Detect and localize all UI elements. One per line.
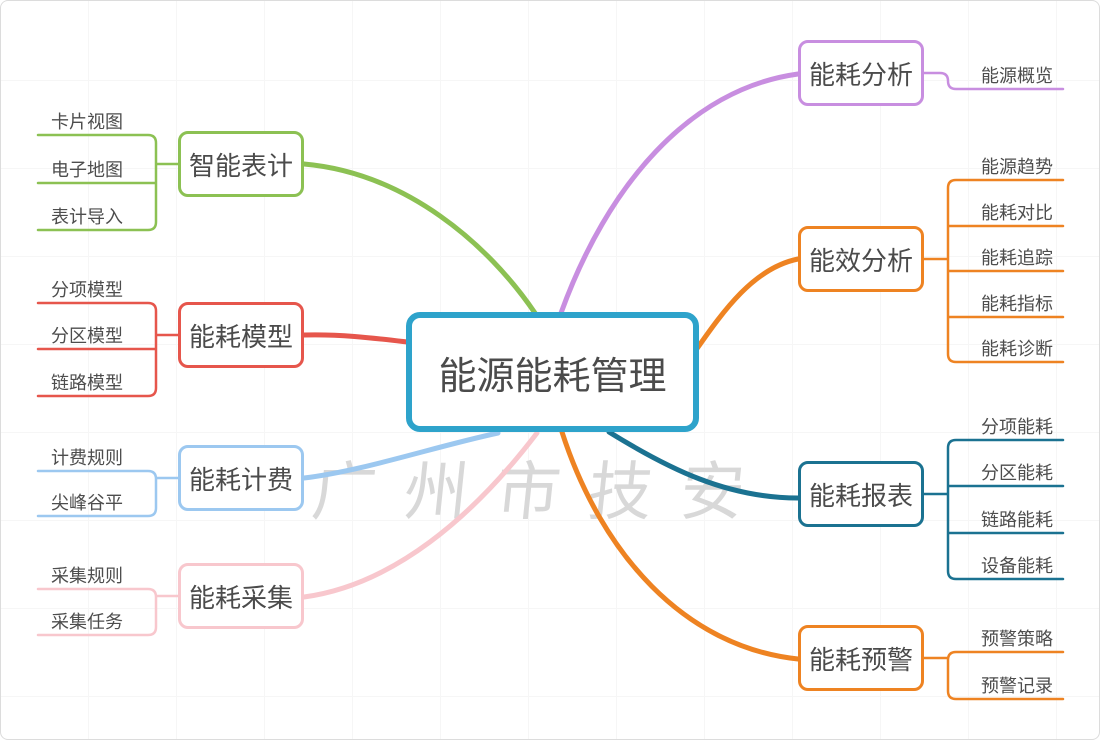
child-rail-smart-metering [36,133,181,232]
subtopic-consumption-compare[interactable]: 能耗对比 [981,203,1053,223]
subtopic-consumption-kpi[interactable]: 能耗指标 [981,294,1053,314]
subtopic-peak-valley[interactable]: 尖峰谷平 [51,493,123,513]
branch-node-consumption-report[interactable]: 能耗报表 [798,461,924,527]
subtopic-energy-trend[interactable]: 能源趋势 [981,157,1053,177]
child-rail-consumption-alert [921,650,1065,701]
subtopic-alert-records[interactable]: 预警记录 [981,676,1053,696]
subtopic-link-model[interactable]: 链路模型 [51,373,123,393]
subtopic-consumption-diagnosis[interactable]: 能耗诊断 [981,339,1053,359]
subtopic-collection-rules[interactable]: 采集规则 [51,566,123,586]
branch-curve-consumption-alert [559,429,801,662]
subtopic-meter-import[interactable]: 表计导入 [51,207,123,227]
branch-node-consumption-analysis[interactable]: 能耗分析 [798,40,924,106]
subtopic-billing-rules[interactable]: 计费规则 [51,448,123,468]
subtopic-submetering-consumption[interactable]: 分项能耗 [981,417,1053,437]
child-rail-consumption-report [921,438,1065,581]
branch-node-consumption-billing[interactable]: 能耗计费 [178,445,304,511]
subtopic-zone-consumption[interactable]: 分区能耗 [981,463,1053,483]
branch-curve-smart-metering [301,161,538,316]
child-rail-consumption-analysis [921,71,1065,91]
subtopic-zone-model[interactable]: 分区模型 [51,326,123,346]
branch-curve-consumption-model [301,332,410,345]
branch-curve-consumption-billing [301,430,501,481]
subtopic-consumption-tracking[interactable]: 能耗追踪 [981,248,1053,268]
subtopic-link-consumption[interactable]: 链路能耗 [981,510,1053,530]
branch-curve-consumption-report [606,429,801,501]
branch-node-consumption-collection[interactable]: 能耗采集 [178,563,304,629]
branch-node-smart-metering[interactable]: 智能表计 [178,131,304,197]
subtopic-card-view[interactable]: 卡片视图 [51,112,123,132]
child-rail-consumption-billing [36,469,181,518]
branch-curve-efficiency-analysis [693,256,801,353]
child-rail-consumption-model [36,301,181,398]
child-rail-consumption-collection [36,587,181,637]
subtopic-energy-overview[interactable]: 能源概览 [981,66,1053,86]
subtopic-electronic-map[interactable]: 电子地图 [51,160,123,180]
branch-node-efficiency-analysis[interactable]: 能效分析 [798,226,924,292]
subtopic-submetering-model[interactable]: 分项模型 [51,280,123,300]
branch-node-consumption-alert[interactable]: 能耗预警 [798,625,924,691]
central-topic-node[interactable]: 能源能耗管理 [406,312,699,432]
branch-curve-consumption-analysis [558,71,801,316]
subtopic-alert-strategy[interactable]: 预警策略 [981,629,1053,649]
branch-curve-consumption-collection [301,430,540,600]
branch-node-consumption-model[interactable]: 能耗模型 [178,302,304,368]
subtopic-collection-tasks[interactable]: 采集任务 [51,612,123,632]
subtopic-device-consumption[interactable]: 设备能耗 [981,556,1053,576]
child-rail-efficiency-analysis [921,178,1065,364]
